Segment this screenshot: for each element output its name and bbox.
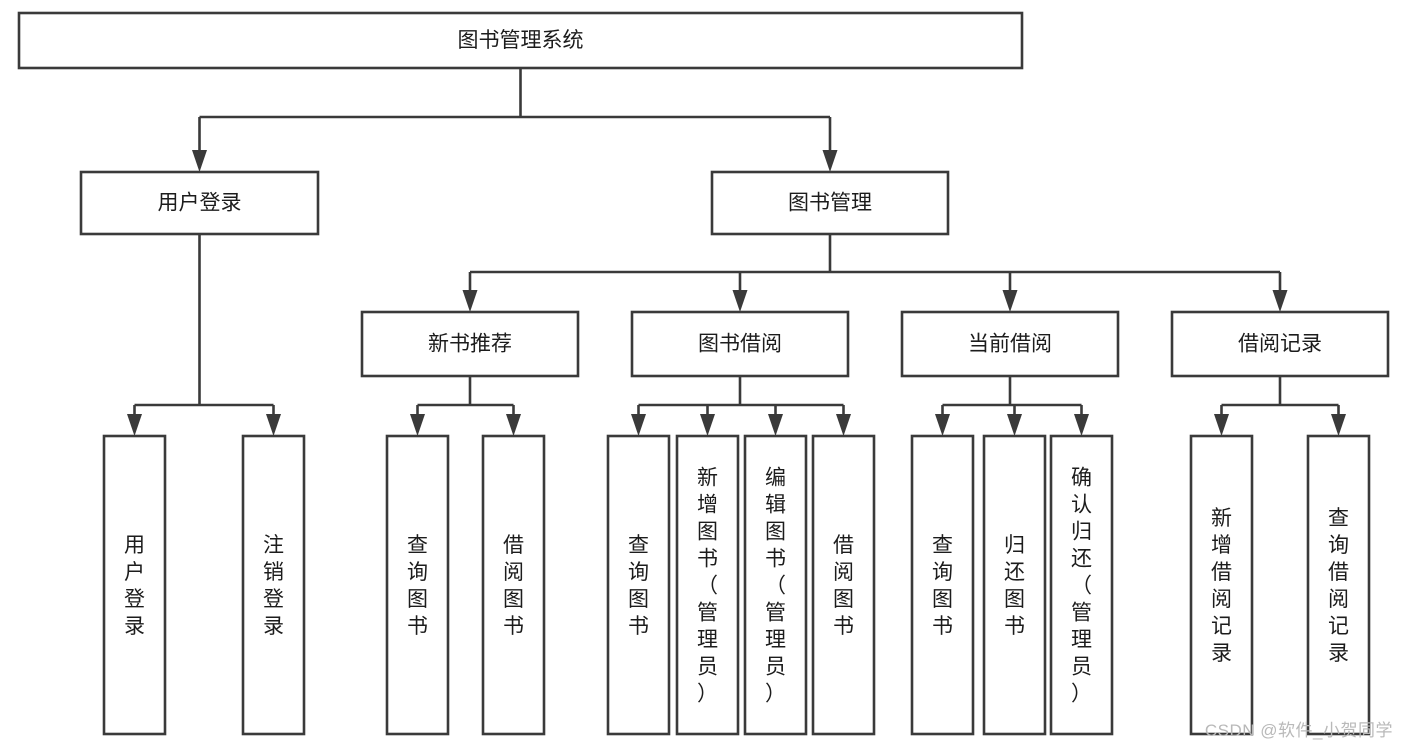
node-label: 用户登录 (124, 534, 145, 638)
node-label: 编辑图书（管理员） (765, 467, 786, 706)
node-box[interactable] (1189, 434, 1254, 736)
arrow-head-icon (127, 414, 142, 436)
node-label: 用户登录 (158, 192, 242, 215)
node-leaf-add-book-admin[interactable]: 新增图书（管理员） (675, 434, 740, 736)
node-leaf-add-borrow-record[interactable]: 新增借阅记录 (1189, 434, 1254, 736)
edge-group-current-borrow (935, 376, 1089, 436)
node-leaf-edit-book-admin[interactable]: 编辑图书（管理员） (743, 434, 808, 736)
node-label: 新增图书（管理员） (697, 467, 718, 706)
edge-group-root (192, 68, 838, 172)
node-box[interactable] (1049, 434, 1114, 736)
arrow-head-icon (266, 414, 281, 436)
node-label: 图书借阅 (698, 333, 782, 356)
node-box[interactable] (1306, 434, 1371, 736)
node-leaf-user-login[interactable]: 用户登录 (102, 434, 167, 736)
node-leaf-borrow-book-2[interactable]: 借阅图书 (811, 434, 876, 736)
node-label: 查询图书 (628, 534, 649, 638)
arrow-head-icon (1214, 414, 1229, 436)
node-box[interactable] (900, 310, 1120, 378)
csdn-watermark: CSDN @软件_小贺同学 (1204, 721, 1393, 740)
arrow-head-icon (935, 414, 950, 436)
arrow-head-icon (700, 414, 715, 436)
arrow-head-icon (822, 150, 838, 172)
node-box[interactable] (675, 434, 740, 736)
node-new-book-recommend[interactable]: 新书推荐 (360, 310, 580, 378)
arrow-head-icon (631, 414, 646, 436)
node-box[interactable] (982, 434, 1047, 736)
node-label: 图书管理 (788, 192, 872, 215)
node-box[interactable] (241, 434, 306, 736)
edge-layer (127, 68, 1346, 436)
arrow-head-icon (1074, 414, 1089, 436)
node-box[interactable] (360, 310, 580, 378)
edge-group-new-book-recommend (410, 376, 521, 436)
arrow-head-icon (768, 414, 783, 436)
node-box[interactable] (1170, 310, 1390, 378)
node-leaf-user-logout[interactable]: 注销登录 (241, 434, 306, 736)
node-label: 图书管理系统 (458, 29, 584, 52)
node-box[interactable] (79, 170, 320, 236)
node-box[interactable] (481, 434, 546, 736)
node-box[interactable] (385, 434, 450, 736)
node-current-borrow[interactable]: 当前借阅 (900, 310, 1120, 378)
edge-group-user-login (127, 234, 281, 436)
node-label: 查询图书 (407, 534, 428, 638)
edge-group-book-borrow (631, 376, 851, 436)
node-book-management[interactable]: 图书管理 (710, 170, 950, 236)
edge-group-book-management (462, 234, 1288, 312)
node-box[interactable] (743, 434, 808, 736)
node-label: 新增借阅记录 (1211, 507, 1232, 665)
node-label: 确认归还（管理员） (1071, 467, 1092, 706)
arrow-head-icon (1272, 290, 1288, 312)
node-leaf-query-borrow-record[interactable]: 查询借阅记录 (1306, 434, 1371, 736)
node-label: 当前借阅 (968, 333, 1052, 356)
node-leaf-borrow-book-1[interactable]: 借阅图书 (481, 434, 546, 736)
node-box[interactable] (606, 434, 671, 736)
node-box[interactable] (710, 170, 950, 236)
node-box[interactable] (630, 310, 850, 378)
node-leaf-query-book-2[interactable]: 查询图书 (606, 434, 671, 736)
node-root[interactable]: 图书管理系统 (17, 11, 1024, 70)
node-leaf-query-book-3[interactable]: 查询图书 (910, 434, 975, 736)
node-box[interactable] (17, 11, 1024, 70)
node-box[interactable] (102, 434, 167, 736)
node-label: 新书推荐 (428, 333, 512, 356)
node-label: 注销登录 (263, 534, 284, 638)
node-user-login[interactable]: 用户登录 (79, 170, 320, 236)
node-label: 借阅图书 (833, 534, 854, 638)
node-book-borrow[interactable]: 图书借阅 (630, 310, 850, 378)
node-box[interactable] (910, 434, 975, 736)
node-label: 查询图书 (932, 534, 953, 638)
node-leaf-query-book-1[interactable]: 查询图书 (385, 434, 450, 736)
node-leaf-confirm-return-admin[interactable]: 确认归还（管理员） (1049, 434, 1114, 736)
node-label: 归还图书 (1004, 534, 1025, 638)
edge-group-borrow-record (1214, 376, 1346, 436)
arrow-head-icon (192, 150, 207, 172)
node-borrow-record[interactable]: 借阅记录 (1170, 310, 1390, 378)
arrow-head-icon (410, 414, 425, 436)
arrow-head-icon (836, 414, 851, 436)
arrow-head-icon (732, 290, 748, 312)
arrow-head-icon (506, 414, 521, 436)
arrow-head-icon (1002, 290, 1018, 312)
arrow-head-icon (462, 290, 478, 312)
node-leaf-return-book[interactable]: 归还图书 (982, 434, 1047, 736)
node-label: 借阅图书 (503, 534, 524, 638)
node-label: 查询借阅记录 (1328, 507, 1349, 665)
arrow-head-icon (1331, 414, 1346, 436)
arrow-head-icon (1007, 414, 1022, 436)
node-layer: 图书管理系统用户登录图书管理新书推荐图书借阅当前借阅借阅记录用户登录注销登录查询… (17, 11, 1390, 736)
node-label: 借阅记录 (1238, 333, 1322, 356)
node-box[interactable] (811, 434, 876, 736)
